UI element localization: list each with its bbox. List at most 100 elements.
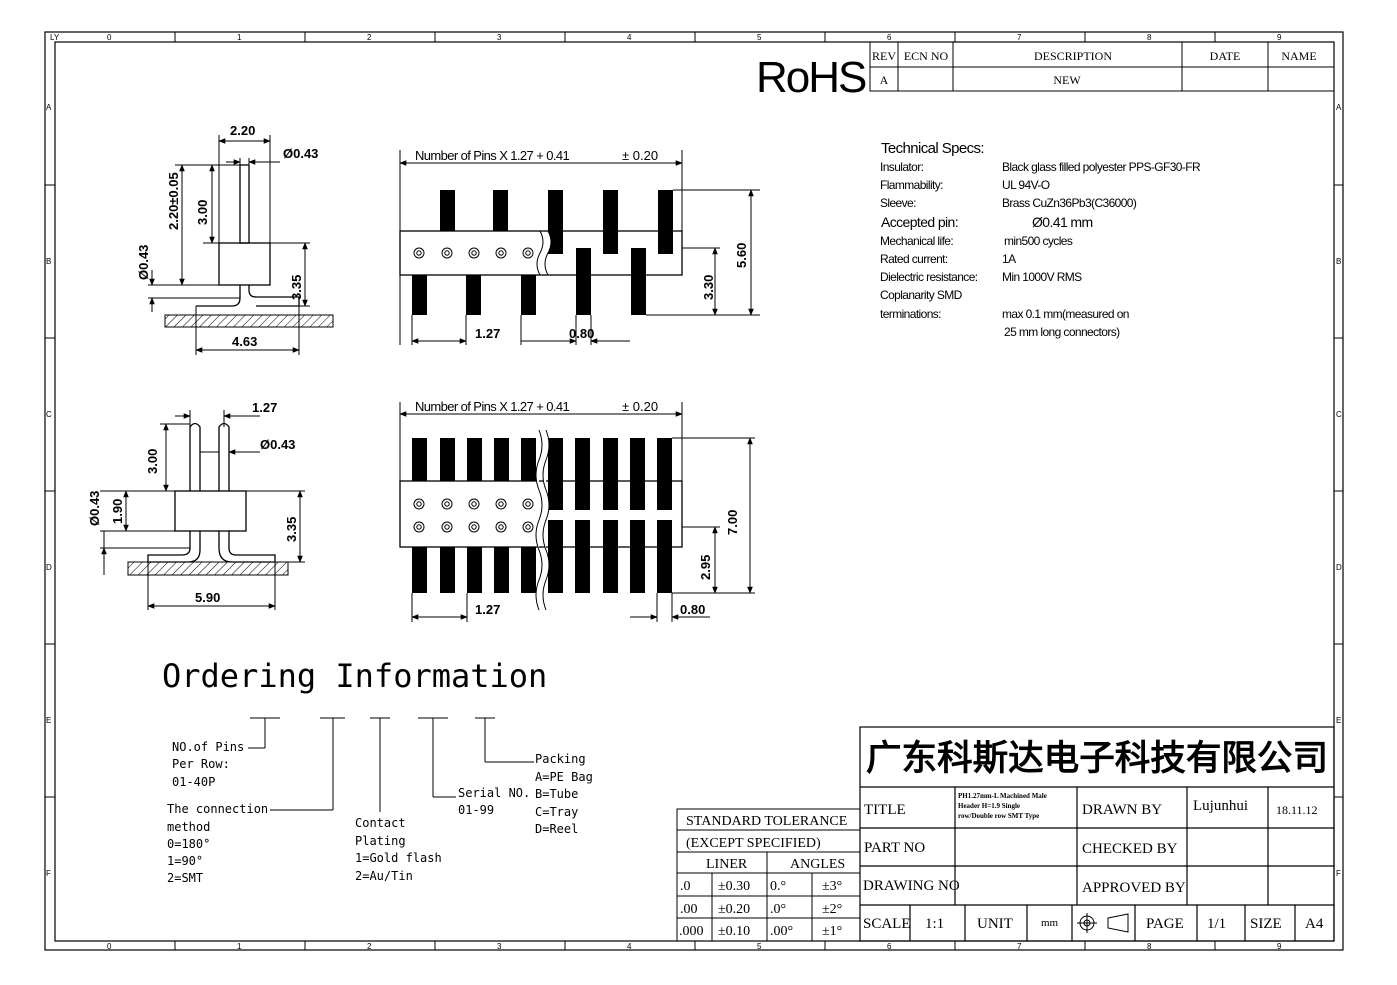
- dim-label: 1.27: [252, 400, 277, 415]
- part-no-label: PART NO: [864, 840, 925, 856]
- dim-label: 3.00: [195, 200, 210, 225]
- dim-label: 3.00: [145, 449, 160, 474]
- pins-formula: Number of Pins X 1.27 + 0.41: [415, 148, 569, 163]
- tolerance-title: STANDARD TOLERANCE: [686, 814, 847, 829]
- pcb: [127, 561, 289, 576]
- col-number-top: 0: [107, 33, 112, 42]
- ordering-code-leaders: [248, 717, 534, 812]
- projection-symbol-icon: [1077, 913, 1129, 933]
- ordering-packing-line: Packing: [535, 752, 586, 766]
- dim-label: 3.35: [289, 275, 304, 300]
- spec-value: max 0.1 mm(measured on: [1002, 307, 1129, 321]
- tolerance-cell: ±3°: [822, 879, 842, 894]
- col-number-top: 7: [1017, 33, 1022, 42]
- unit-label: UNIT: [977, 916, 1013, 932]
- spec-value: min500 cycles: [1004, 234, 1073, 248]
- col-number-bottom: 8: [1147, 942, 1152, 951]
- dim-label: Ø0.43: [260, 437, 295, 452]
- ordering-packing-line: D=Reel: [535, 822, 578, 836]
- housing: [399, 230, 683, 276]
- scale-value: 1:1: [925, 916, 944, 932]
- row-letter-left: E: [46, 716, 51, 725]
- dim-label: 2.20±0.05: [166, 172, 181, 230]
- tolerance-cell: ±2°: [822, 902, 842, 917]
- spec-label: Mechanical life:: [880, 234, 953, 248]
- dim-tolerance: ± 0.20: [622, 399, 658, 414]
- housing: [399, 480, 683, 548]
- ordering-connection-line: method: [167, 820, 210, 834]
- dim-label: 0.80: [680, 602, 705, 617]
- insulator-body: [174, 490, 247, 532]
- dim-label: 0.80: [569, 326, 594, 341]
- title-value-line: row/Double row SMT Type: [958, 812, 1039, 820]
- col-number-top: 3: [497, 33, 502, 42]
- tolerance-cell: ±0.10: [718, 924, 750, 939]
- dim-label: Ø0.43: [87, 491, 102, 526]
- drawn-by-label: DRAWN BY: [1082, 802, 1162, 818]
- col-number-top: 4: [627, 33, 632, 42]
- dim-label: Ø0.43: [136, 245, 151, 280]
- col-number-bottom: 9: [1277, 942, 1282, 951]
- scale-label: SCALE: [863, 916, 911, 932]
- upper-pins: [412, 438, 672, 510]
- front-view-single-row: [399, 150, 760, 345]
- spec-label: Dielectric resistance:: [880, 270, 978, 284]
- col-number-bottom: 7: [1017, 942, 1022, 951]
- col-number-bottom: 2: [367, 942, 372, 951]
- dim-label: 1.27: [475, 326, 500, 341]
- dim-label: 1.90: [110, 499, 125, 524]
- col-number-top: 6: [887, 33, 892, 42]
- col-number-bottom: 3: [497, 942, 502, 951]
- row-letter-left: C: [46, 410, 52, 419]
- row-letter-right: E: [1336, 716, 1341, 725]
- pin-left: [189, 422, 201, 491]
- spec-value: Black glass filled polyester PPS-GF30-FR: [1002, 160, 1201, 174]
- row-letter-right: B: [1336, 257, 1341, 266]
- ordering-packing-line: A=PE Bag: [535, 770, 593, 784]
- name-header: NAME: [1281, 49, 1316, 63]
- tolerance-cell: .00°: [770, 924, 793, 939]
- spec-label: Sleeve:: [880, 196, 916, 210]
- date-header: DATE: [1210, 49, 1241, 63]
- ordering-plating-line: 2=Au/Tin: [355, 869, 413, 883]
- upper-pins: [440, 190, 673, 254]
- dim-label: 1.27: [475, 602, 500, 617]
- size-value: A4: [1305, 916, 1324, 932]
- ordering-connection-line: The connection: [167, 802, 268, 816]
- row-letter-left: B: [46, 257, 51, 266]
- spec-value: 1A: [1002, 252, 1016, 266]
- tolerance-cell: ±0.30: [718, 879, 750, 894]
- pins-formula: Number of Pins X 1.27 + 0.41: [415, 399, 569, 414]
- page-value: 1/1: [1207, 916, 1226, 932]
- dim-label: 7.00: [725, 510, 740, 535]
- dim-tolerance: ± 0.20: [622, 148, 658, 163]
- title-label: TITLE: [864, 802, 906, 818]
- spec-value: Brass CuZn36Pb3(C36000): [1002, 196, 1137, 210]
- ordering-pins-line: 01-40P: [172, 775, 215, 789]
- rohs-mark: RoHS: [756, 53, 866, 102]
- break-line: [535, 429, 550, 611]
- tolerance-col-angles: ANGLES: [790, 857, 845, 872]
- break-line: [536, 230, 552, 276]
- tolerance-cell: .0°: [770, 902, 786, 917]
- dim-label: 2.95: [698, 555, 713, 580]
- ordering-packing-line: C=Tray: [535, 805, 578, 819]
- col-number-bottom: 0: [107, 942, 112, 951]
- ordering-connection-line: 2=SMT: [167, 871, 203, 885]
- dim-label: 5.90: [195, 590, 220, 605]
- ordering-connection-line: 0=180°: [167, 837, 210, 851]
- col-number-bottom: 6: [887, 942, 892, 951]
- tolerance-cell: ±0.20: [718, 902, 750, 917]
- page-label: PAGE: [1146, 916, 1184, 932]
- row-letter-left: A: [46, 103, 52, 112]
- dim-label: Ø0.43: [283, 146, 318, 161]
- spec-label: Accepted pin:: [881, 214, 958, 230]
- ordering-plating-line: Contact: [355, 816, 406, 830]
- row-letter-right: C: [1336, 410, 1342, 419]
- dim-label: 5.60: [734, 243, 749, 268]
- tolerance-cell: .00: [680, 902, 698, 917]
- col-number-top: 5: [757, 33, 762, 42]
- pcb: [164, 314, 334, 328]
- drawing-no-label: DRAWING NO: [863, 878, 960, 894]
- unit-value: mm: [1041, 917, 1059, 929]
